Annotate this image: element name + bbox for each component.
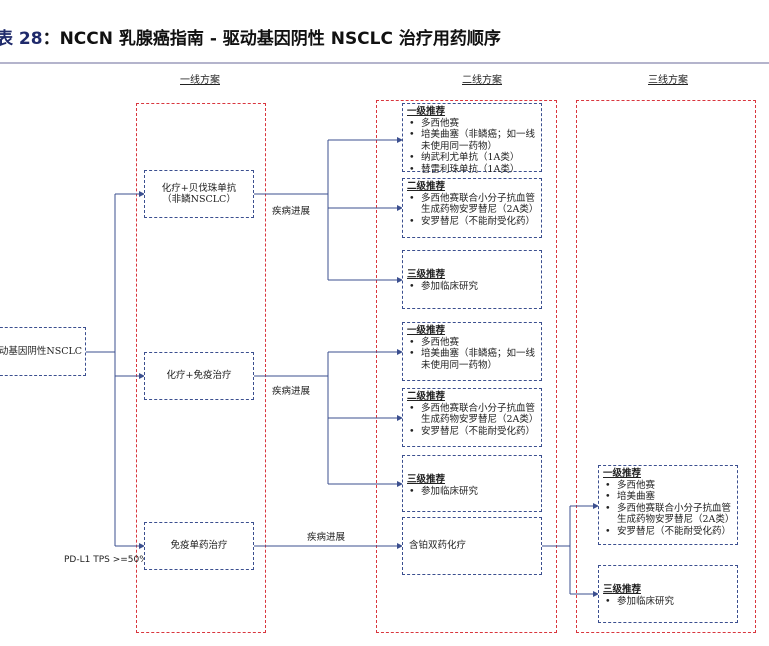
first-line-chemo-immuno: 化疗+免疫治疗 [144,352,254,400]
column-header-second: 二线方案 [462,75,502,86]
recommendation-item: 参加临床研究 [409,486,537,498]
recommendation-box: 一级推荐多西他赛培美曲塞（非鳞癌；如一线未使用同一药物）纳武利尤单抗（1A类）替… [402,103,542,175]
recommendation-item: 多西他赛联合小分子抗血管生成药物安罗替尼（2A类） [409,403,538,426]
recommendation-item: 参加临床研究 [409,281,537,293]
recommendation-list: 多西他赛联合小分子抗血管生成药物安罗替尼（2A类）安罗替尼（不能耐受化药） [407,193,538,228]
recommendation-item: 纳武利尤单抗（1A类） [409,152,537,164]
recommendation-heading: 三级推荐 [407,474,446,485]
column-header-first: 一线方案 [180,75,220,86]
recommendation-list: 参加临床研究 [603,596,733,608]
recommendation-item: 多西他赛联合小分子抗血管生成药物安罗替尼（2A类） [409,193,538,216]
recommendation-box: 二级推荐多西他赛联合小分子抗血管生成药物安罗替尼（2A类）安罗替尼（不能耐受化药… [402,388,542,447]
recommendation-heading: 二级推荐 [407,391,446,402]
recommendation-box: 三级推荐参加临床研究 [598,565,738,623]
recommendation-list: 多西他赛联合小分子抗血管生成药物安罗替尼（2A类）安罗替尼（不能耐受化药） [407,403,538,438]
progression-label: 疾病进展 [307,532,346,543]
third-line-group [576,100,756,633]
recommendation-heading: 一级推荐 [603,468,642,479]
recommendation-heading: 三级推荐 [603,584,642,595]
recommendation-list: 参加临床研究 [407,486,537,498]
recommendation-list: 多西他赛培美曲塞多西他赛联合小分子抗血管生成药物安罗替尼（2A类）安罗替尼（不能… [603,480,734,538]
recommendation-heading: 一级推荐 [407,106,446,117]
recommendation-item: 安罗替尼（不能耐受化药） [409,216,537,228]
progression-label: 疾病进展 [272,206,311,217]
second-line-platinum-doublet: 含铂双药化疗 [402,517,542,575]
recommendation-list: 多西他赛培美曲塞（非鳞癌；如一线未使用同一药物） [407,337,537,372]
recommendation-list: 参加临床研究 [407,281,537,293]
column-header-third: 三线方案 [648,75,688,86]
figure-title: 表 28：NCCN 乳腺癌指南 - 驱动基因阴性 NSCLC 治疗用药顺序 [0,29,501,49]
recommendation-item: 多西他赛 [409,337,537,349]
first-line-immuno-mono: 免疫单药治疗 [144,522,254,570]
recommendation-item: 安罗替尼（不能耐受化药） [605,526,733,538]
recommendation-box: 三级推荐参加临床研究 [402,455,542,512]
recommendation-heading: 一级推荐 [407,325,446,336]
recommendation-box: 一级推荐多西他赛培美曲塞（非鳞癌；如一线未使用同一药物） [402,322,542,381]
recommendation-list: 多西他赛培美曲塞（非鳞癌；如一线未使用同一药物）纳武利尤单抗（1A类）替雷利珠单… [407,118,537,176]
recommendation-item: 安罗替尼（不能耐受化药） [409,426,537,438]
root-node: 动基因阴性NSCLC [0,327,86,376]
pdl1-label: PD-L1 TPS >=50% [64,555,148,565]
recommendation-item: 培美曲塞（非鳞癌；如一线未使用同一药物） [409,129,537,152]
recommendation-item: 培美曲塞（非鳞癌；如一线未使用同一药物） [409,348,537,371]
recommendation-box: 一级推荐多西他赛培美曲塞多西他赛联合小分子抗血管生成药物安罗替尼（2A类）安罗替… [598,465,738,545]
recommendation-item: 培美曲塞 [605,491,733,503]
recommendation-heading: 二级推荐 [407,181,446,192]
recommendation-item: 参加临床研究 [605,596,733,608]
title-divider [0,62,769,64]
second-line-group [376,100,557,633]
first-line-chemo-bevacizumab: 化疗+贝伐珠单抗（非鳞NSCLC） [144,170,254,218]
recommendation-heading: 三级推荐 [407,269,446,280]
first-line-group [136,103,266,633]
recommendation-item: 多西他赛联合小分子抗血管生成药物安罗替尼（2A类） [605,503,734,526]
recommendation-box: 三级推荐参加临床研究 [402,250,542,309]
recommendation-item: 替雷利珠单抗（1A类） [409,164,537,176]
progression-label: 疾病进展 [272,386,311,397]
recommendation-item: 多西他赛 [409,118,537,130]
recommendation-box: 二级推荐多西他赛联合小分子抗血管生成药物安罗替尼（2A类）安罗替尼（不能耐受化药… [402,178,542,238]
recommendation-item: 多西他赛 [605,480,733,492]
